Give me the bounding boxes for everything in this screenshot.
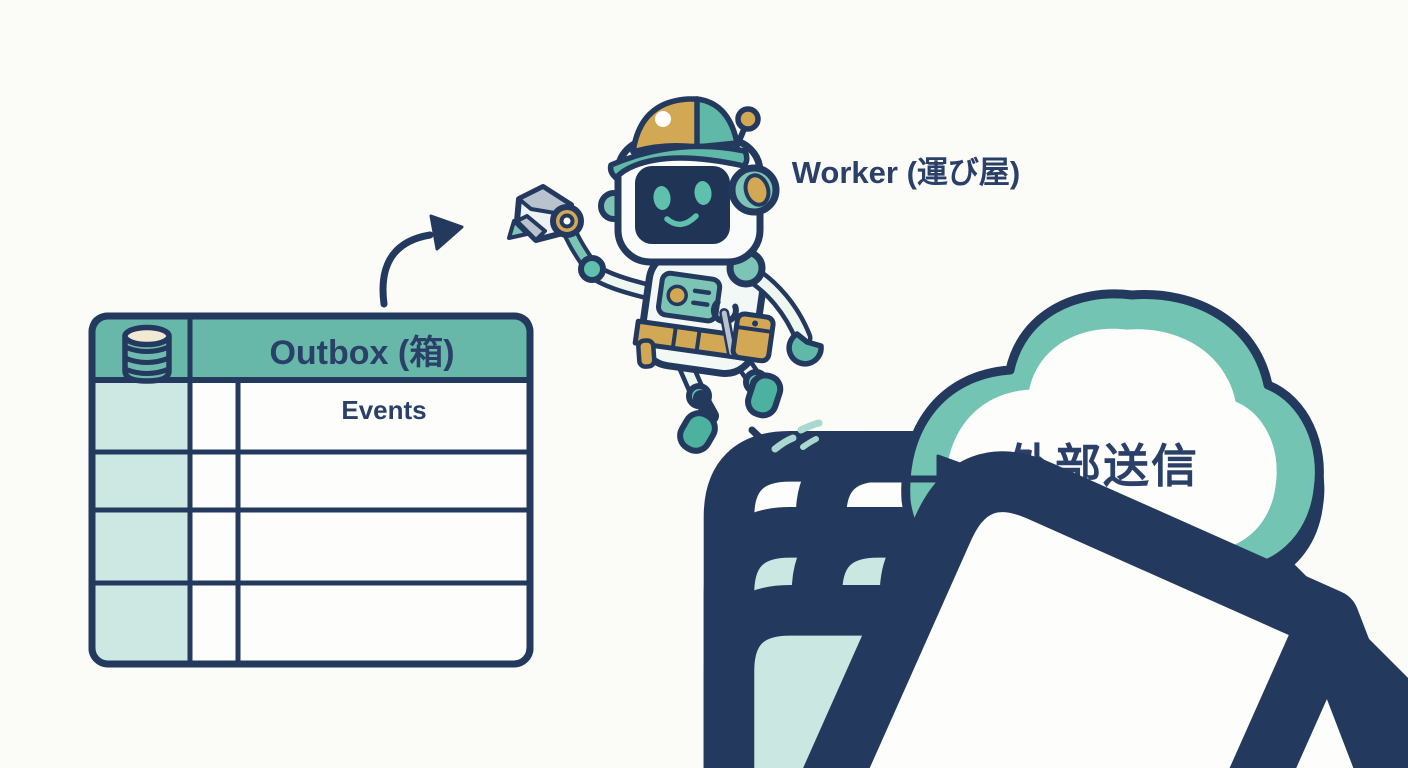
outbox-table: Outbox (箱) Events	[88, 312, 1408, 768]
worker-label: Worker (運び屋)	[792, 155, 1021, 190]
arrow-table-to-worker-icon	[379, 214, 464, 308]
events-label: Events	[341, 395, 426, 425]
robot-eye-left	[653, 186, 671, 210]
chest-panel-button	[666, 284, 688, 307]
robot-belt-pouch	[730, 311, 776, 364]
worker-robot	[507, 96, 1408, 768]
table-grid-lines	[89, 313, 533, 664]
robot-ear-right-icon	[728, 164, 780, 216]
robot-hand-right	[786, 331, 824, 367]
motion-dashes	[771, 419, 823, 453]
robot-boot-left	[677, 410, 718, 454]
robot-face-screen	[635, 166, 730, 244]
belt-strap	[636, 338, 657, 369]
robot-elbow-joint	[578, 255, 606, 283]
database-icon	[122, 324, 172, 384]
robot-wrench-icon	[710, 299, 739, 358]
table-border-overlay	[88, 312, 534, 668]
robot-cap-icon	[607, 96, 750, 181]
robot-head	[614, 136, 764, 266]
robot-boot-right	[745, 372, 784, 419]
robot-gripper-claw-icon	[507, 184, 584, 243]
robot-antenna-icon	[733, 106, 761, 151]
robot-eye-right	[694, 181, 712, 205]
table-id-column	[95, 381, 189, 661]
robot-arm-right	[726, 248, 824, 367]
table-title: Outbox (箱)	[269, 334, 454, 372]
robot-body	[632, 249, 776, 377]
robot-smile	[664, 213, 699, 227]
